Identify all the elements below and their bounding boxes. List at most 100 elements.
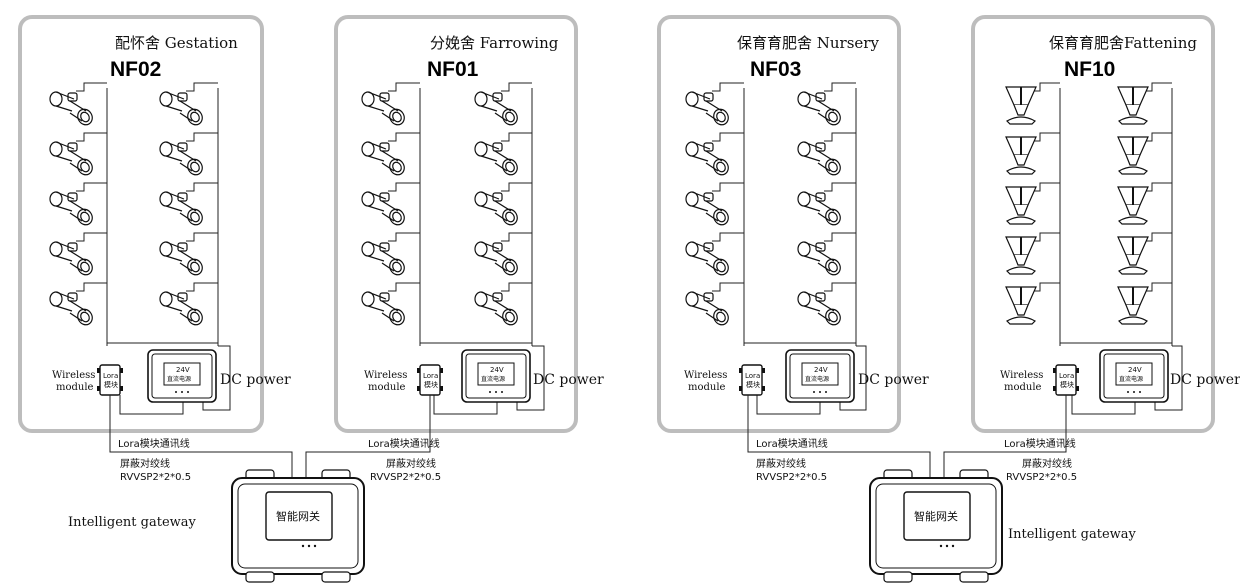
- wireless-label: module: [368, 382, 406, 393]
- cable-spec-label: RVVSP2*2*0.5: [370, 472, 441, 483]
- panel-gestation: 配怀舍 Gestation NF02 Lora 模块 Wireless modu…: [18, 15, 291, 433]
- dc-power-supply: 24V 直流电源: [785, 349, 855, 403]
- panel-code: NF01: [427, 58, 479, 81]
- branch-wire: [1032, 82, 1060, 92]
- branch-wire: [186, 82, 218, 92]
- cable-spec-label: RVVSP2*2*0.5: [756, 472, 827, 483]
- dc-power-supply: 24V 直流电源: [1099, 349, 1169, 403]
- branch-wire: [76, 282, 107, 292]
- shielded-line-label: 屏蔽对绞线: [756, 457, 806, 470]
- psu-feed: [119, 395, 184, 415]
- device-column-right: [1117, 82, 1172, 325]
- dc-power-supply: 24V 直流电源: [147, 349, 217, 403]
- valve-icon: [685, 241, 729, 276]
- svg-text:模块: 模块: [746, 380, 760, 389]
- svg-text:Lora: Lora: [745, 372, 760, 380]
- branch-wire: [76, 232, 107, 242]
- lora-module: Lora 模块: [417, 364, 443, 396]
- psu-feed: [1071, 395, 1136, 415]
- device-column-right: [474, 82, 532, 326]
- branch-wire: [1144, 132, 1172, 142]
- svg-text:Lora: Lora: [423, 372, 438, 380]
- svg-text:24V: 24V: [1128, 366, 1142, 374]
- branch-wire: [1144, 232, 1172, 242]
- valve-icon: [361, 141, 405, 176]
- branch-wire: [501, 182, 532, 192]
- branch-wire: [712, 282, 744, 292]
- valve-icon: [361, 241, 405, 276]
- valve-icon: [361, 191, 405, 226]
- valve-icon: [474, 141, 518, 176]
- valve-icon: [685, 291, 729, 326]
- svg-text:24V: 24V: [490, 366, 504, 374]
- dc-power-label: DC power: [533, 372, 604, 388]
- svg-text:Lora: Lora: [103, 372, 118, 380]
- branch-wire: [712, 132, 744, 142]
- valve-icon: [797, 91, 841, 126]
- lora-line-label: Lora模块通讯线: [118, 437, 190, 450]
- lora-line-label: Lora模块通讯线: [1004, 437, 1076, 450]
- feeder-icon: [1005, 236, 1037, 275]
- psu-feed: [202, 345, 231, 411]
- lora-module: Lora 模块: [1053, 364, 1079, 396]
- branch-wire: [186, 282, 218, 292]
- valve-icon: [49, 141, 93, 176]
- panel-code: NF03: [750, 58, 801, 81]
- lora-line-label: Lora模块通讯线: [756, 437, 828, 450]
- valve-icon: [474, 291, 518, 326]
- valve-icon: [361, 91, 405, 126]
- valve-icon: [474, 241, 518, 276]
- gateway-caption: Intelligent gateway: [68, 515, 197, 530]
- valve-icon: [159, 291, 203, 326]
- branch-wire: [501, 282, 532, 292]
- cable-spec-label: RVVSP2*2*0.5: [120, 472, 191, 483]
- branch-wire: [1032, 132, 1060, 142]
- lora-line-label: Lora模块通讯线: [368, 437, 440, 450]
- branch-wire: [1032, 232, 1060, 242]
- lora-wire: [109, 395, 293, 478]
- shielded-line-label: 屏蔽对绞线: [1022, 457, 1072, 470]
- svg-text:直流电源: 直流电源: [167, 375, 191, 383]
- lora-wire: [747, 395, 931, 478]
- valve-icon: [159, 141, 203, 176]
- branch-wire: [501, 232, 532, 242]
- cable-spec-label: RVVSP2*2*0.5: [1006, 472, 1077, 483]
- branch-wire: [501, 82, 532, 92]
- valve-icon: [797, 191, 841, 226]
- psu-feed: [1154, 345, 1183, 411]
- branch-wire: [712, 232, 744, 242]
- panel-title: 分娩舍 Farrowing: [430, 34, 559, 52]
- valve-icon: [474, 191, 518, 226]
- branch-wire: [712, 82, 744, 92]
- branch-wire: [186, 182, 218, 192]
- svg-text:Lora: Lora: [1059, 372, 1074, 380]
- psu-feed: [516, 345, 545, 411]
- valve-icon: [49, 241, 93, 276]
- valve-icon: [797, 241, 841, 276]
- feeder-icon: [1117, 186, 1149, 225]
- branch-wire: [824, 282, 856, 292]
- valve-icon: [685, 91, 729, 126]
- bus-link: [1059, 342, 1173, 346]
- bus-link: [743, 342, 857, 346]
- branch-wire: [186, 132, 218, 142]
- wireless-label: Wireless: [1000, 370, 1043, 381]
- panel-frame: [971, 15, 1215, 433]
- branch-wire: [824, 82, 856, 92]
- valve-icon: [474, 91, 518, 126]
- panel-code: NF10: [1064, 58, 1115, 81]
- branch-wire: [1144, 282, 1172, 292]
- panel-code: NF02: [110, 58, 161, 81]
- shielded-line-label: 屏蔽对绞线: [386, 457, 436, 470]
- feeder-icon: [1117, 86, 1149, 125]
- device-column-right: [159, 82, 218, 326]
- device-column-left: [1005, 82, 1060, 325]
- dc-power-label: DC power: [858, 372, 929, 388]
- feeder-icon: [1117, 136, 1149, 175]
- bus-link: [419, 342, 533, 346]
- psu-feed: [839, 345, 867, 411]
- valve-icon: [159, 241, 203, 276]
- branch-wire: [388, 182, 420, 192]
- wireless-label: module: [56, 382, 94, 393]
